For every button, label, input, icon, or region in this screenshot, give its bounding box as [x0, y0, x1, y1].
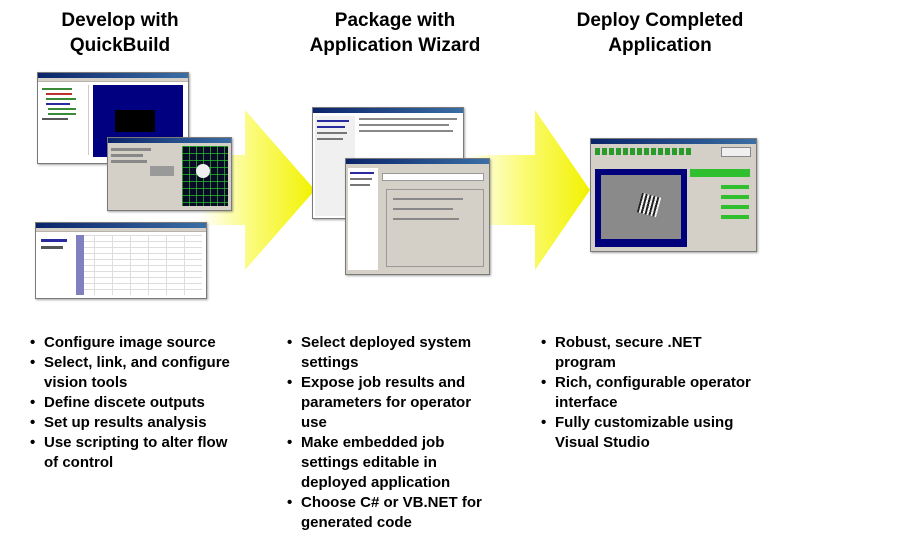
- bullet-line: Robust, secure .NET: [555, 334, 702, 351]
- bullet-line: deployed application: [301, 474, 451, 491]
- bullet-line: Select deployed system: [301, 334, 472, 351]
- bullet-line: Visual Studio: [555, 434, 650, 451]
- heading-develop: Develop with QuickBuild: [61, 10, 179, 56]
- bullet-line: Configure image source: [44, 334, 216, 351]
- application-wizard-window-front: [345, 158, 490, 275]
- bullet-item: Make embedded job settings editable in dep…: [287, 433, 482, 493]
- bullet-item: Select deployed system settings: [287, 333, 482, 373]
- bullet-line: settings: [301, 354, 359, 371]
- bullet-list-package: Select deployed system settingsExpose job…: [287, 333, 482, 533]
- bullet-line: Fully customizable using: [555, 414, 734, 431]
- heading-package: Package with Application Wizard: [309, 10, 481, 56]
- bullet-item: Configure image source: [30, 333, 230, 353]
- bullet-item: Use scripting to alter flow of control: [30, 433, 230, 473]
- bullet-line: Make embedded job: [301, 434, 445, 451]
- bullet-line: vision tools: [44, 374, 128, 391]
- bullet-item: Robust, secure .NET program: [541, 333, 751, 373]
- heading-deploy: Deploy Completed Application: [576, 10, 744, 56]
- flow-arrow-2: [465, 110, 590, 270]
- bullet-item: Expose job results and parameters for ope…: [287, 373, 482, 433]
- quickbuild-image-tool-window: [107, 137, 232, 211]
- deployed-operator-interface-window: [590, 138, 757, 252]
- bullet-line: generated code: [301, 514, 412, 531]
- bullet-line: use: [301, 414, 327, 431]
- bullet-item: Rich, configurable operator interface: [541, 373, 751, 413]
- bullet-item: Define discete outputs: [30, 393, 230, 413]
- bullet-line: Expose job results and: [301, 374, 466, 391]
- bullet-line: Select, link, and configure: [44, 354, 230, 371]
- bullet-line: Use scripting to alter flow: [44, 434, 228, 451]
- bullet-line: Rich, configurable operator: [555, 374, 751, 391]
- bullet-line: program: [555, 354, 616, 371]
- bullet-item: Set up results analysis: [30, 413, 230, 433]
- bullet-line: of control: [44, 454, 114, 471]
- bullet-line: parameters for operator: [301, 394, 472, 411]
- bullet-line: interface: [555, 394, 618, 411]
- bullet-line: Define discete outputs: [44, 394, 205, 411]
- bullet-item: Select, link, and configure vision tools: [30, 353, 230, 393]
- quickbuild-results-table-window: [35, 222, 207, 299]
- bullet-list-develop: Configure image sourceSelect, link, and …: [30, 333, 230, 473]
- bullet-line: settings editable in: [301, 454, 437, 471]
- bullet-list-deploy: Robust, secure .NET programRich, configur…: [541, 333, 751, 453]
- flow-arrow-1: [200, 110, 315, 270]
- bullet-item: Choose C# or VB.NET for generated code: [287, 493, 482, 533]
- bullet-line: Set up results analysis: [44, 414, 207, 431]
- bullet-line: Choose C# or VB.NET for: [301, 494, 482, 511]
